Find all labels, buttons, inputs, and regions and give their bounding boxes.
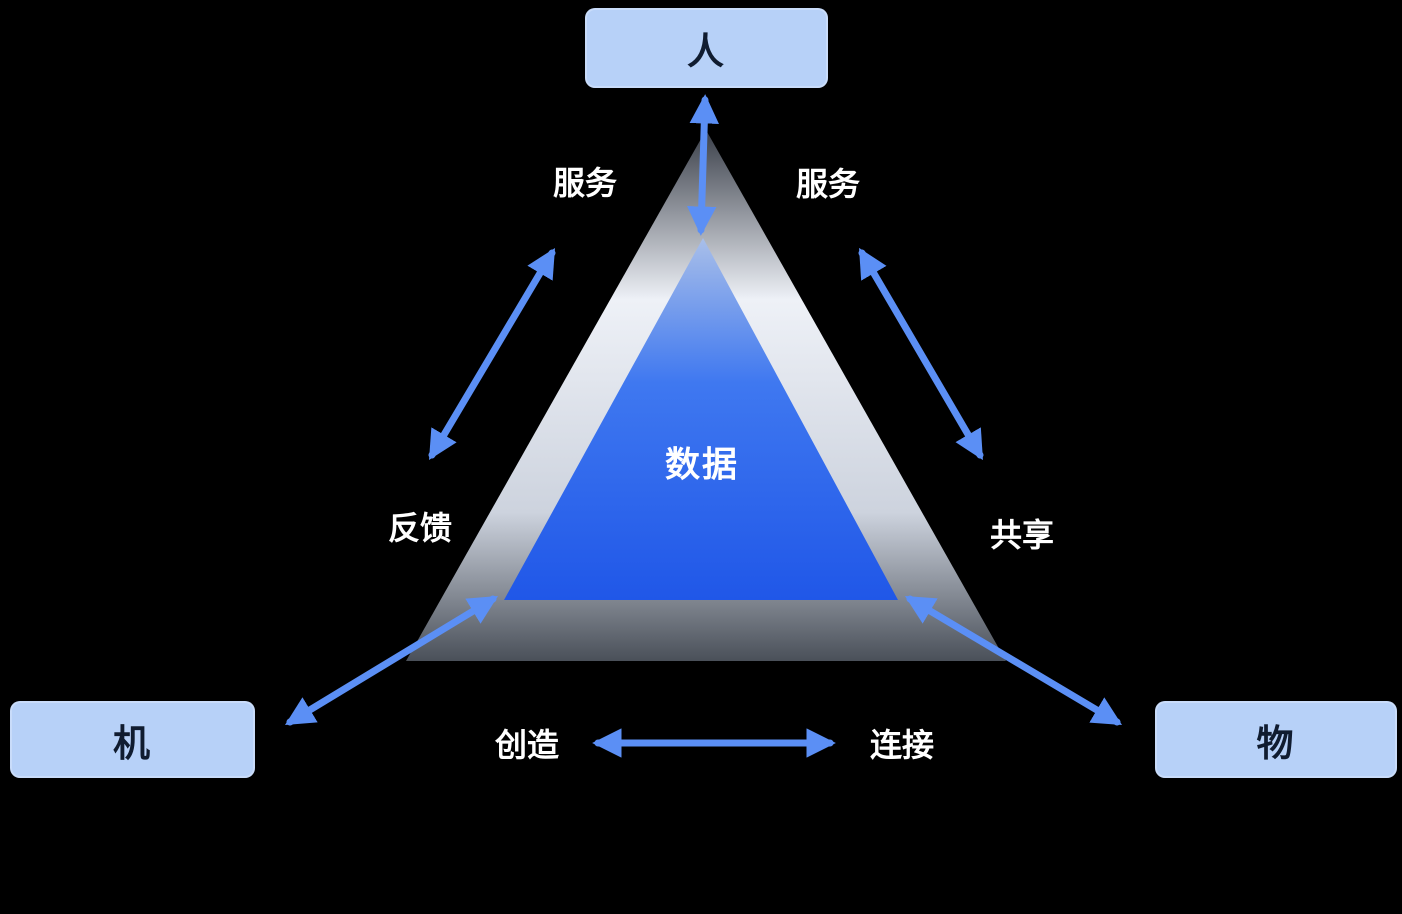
edge-label-feedback: 反馈 — [387, 510, 453, 546]
arrow-object-connector — [904, 595, 1123, 726]
edge-label-service-right: 服务 — [795, 166, 861, 202]
edge-label-create: 创造 — [494, 727, 560, 763]
node-machine: 机 — [10, 701, 255, 778]
node-machine-label: 机 — [113, 722, 152, 764]
arrow-machine-connector — [284, 595, 499, 726]
edge-label-share: 共享 — [989, 517, 1055, 553]
edge-label-service-left: 服务 — [552, 165, 618, 201]
arrow-right-side — [858, 247, 984, 461]
node-object: 物 — [1155, 701, 1397, 778]
node-person-label: 人 — [687, 31, 726, 72]
triangle-inner — [504, 238, 898, 600]
arrow-left-side — [428, 247, 556, 461]
node-object-label: 物 — [1256, 722, 1296, 764]
arrow-person-connector — [687, 94, 719, 236]
center-data-label: 数据 — [664, 445, 740, 485]
edge-label-connect: 连接 — [869, 727, 935, 763]
node-person: 人 — [585, 8, 828, 88]
